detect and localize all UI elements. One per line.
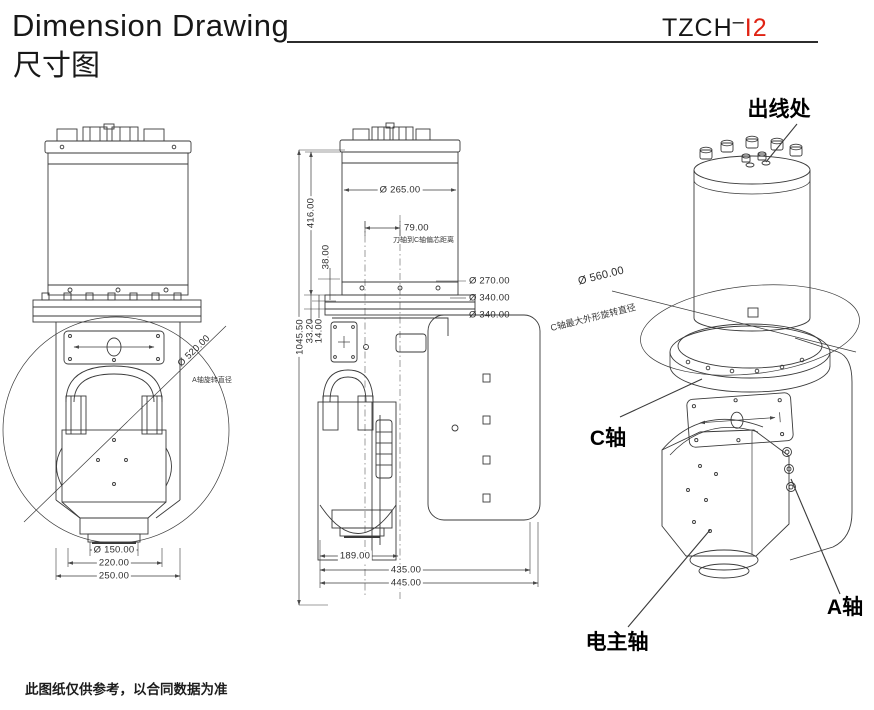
- label-spindle: 电主轴: [585, 631, 649, 654]
- side-dim-offset: 79.00: [404, 222, 429, 234]
- label-c-axis: C轴: [589, 427, 627, 450]
- model-dash: –: [732, 11, 745, 33]
- page-title: Dimension Drawing: [12, 8, 290, 43]
- page-title-zh: 尺寸图: [13, 50, 101, 82]
- front-dim-width-outer: 250.00: [96, 570, 132, 582]
- label-wire-outlet: 出线处: [747, 98, 811, 121]
- side-dim-14: 14.00: [313, 318, 325, 344]
- disclaimer-text: 此图纸仅供参考，以合同数据为准: [25, 682, 228, 697]
- side-dim-dia-270: Ø 270.00: [469, 275, 510, 287]
- label-a-axis: A轴: [826, 596, 864, 619]
- side-dim-body-height: 416.00: [305, 195, 317, 231]
- side-dim-dia-340-b: Ø 340.00: [469, 309, 510, 321]
- header-rule: [287, 41, 818, 43]
- front-dim-nose-diameter: Ø 150.00: [91, 544, 137, 556]
- side-dim-189: 189.00: [337, 550, 373, 562]
- side-note-offset: 刀轴到C轴偏芯距离: [393, 237, 455, 244]
- side-dim-38: 38.00: [320, 244, 332, 270]
- side-dim-435: 435.00: [388, 564, 424, 576]
- side-dim-dia-340-a: Ø 340.00: [469, 292, 510, 304]
- front-view-drawing: [2, 123, 230, 580]
- iso-view-drawing: [611, 123, 860, 628]
- model-code: TZCH–I2: [662, 11, 768, 43]
- front-dim-width-inner: 220.00: [96, 557, 132, 569]
- side-dim-top-diameter: Ø 265.00: [377, 184, 423, 196]
- model-suffix: I2: [744, 14, 768, 42]
- model-prefix: TZCH: [662, 14, 733, 42]
- side-view-drawing: [297, 122, 541, 606]
- side-dim-445: 445.00: [388, 577, 424, 589]
- front-note-a-rotation: A轴旋转直径: [192, 377, 232, 384]
